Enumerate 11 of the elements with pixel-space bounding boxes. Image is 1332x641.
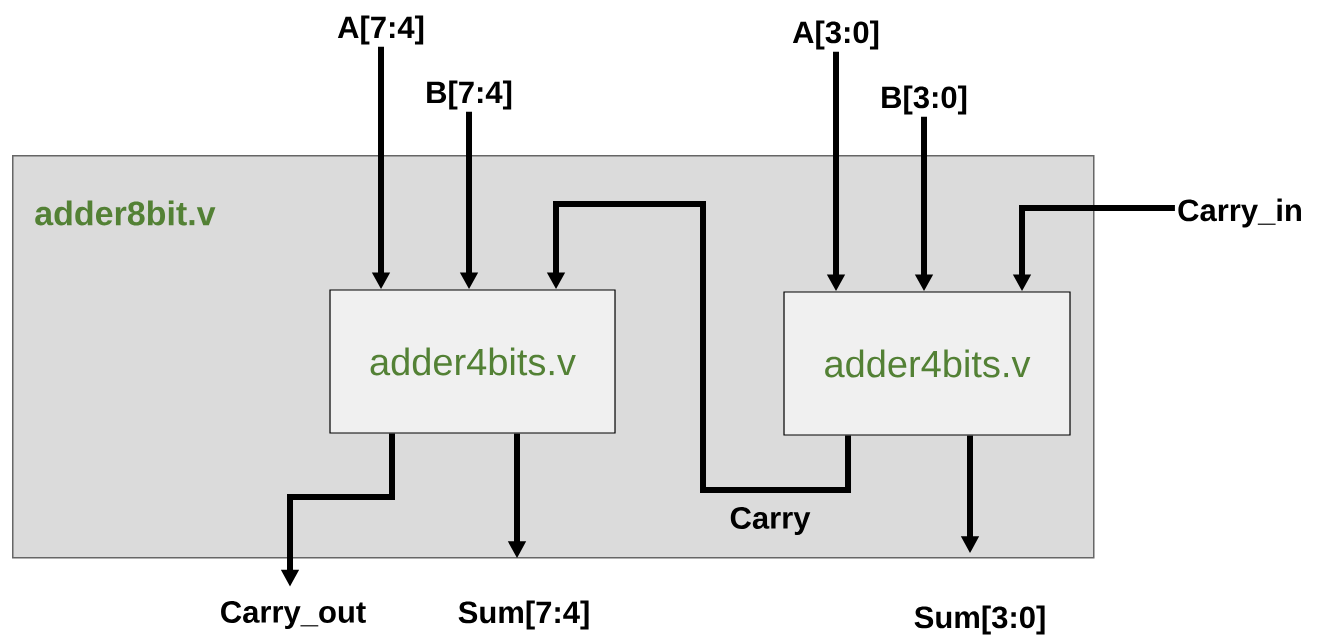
port-label: Sum[7:4]	[458, 600, 589, 630]
port-label: B[3:0]	[882, 85, 967, 115]
port-label: B[7:4]	[427, 80, 512, 110]
port-label: A[3:0]	[792, 20, 879, 50]
port-label: Sum[3:0]	[914, 605, 1045, 635]
port-label: Carry_out	[221, 600, 366, 630]
port-label: A[7:4]	[337, 15, 424, 45]
adder-block: adder4bits.v	[329, 289, 616, 434]
adder-block: adder4bits.v	[783, 291, 1071, 436]
edge-label: Carry	[727, 504, 813, 538]
port-label: Carry_in	[1178, 198, 1301, 228]
